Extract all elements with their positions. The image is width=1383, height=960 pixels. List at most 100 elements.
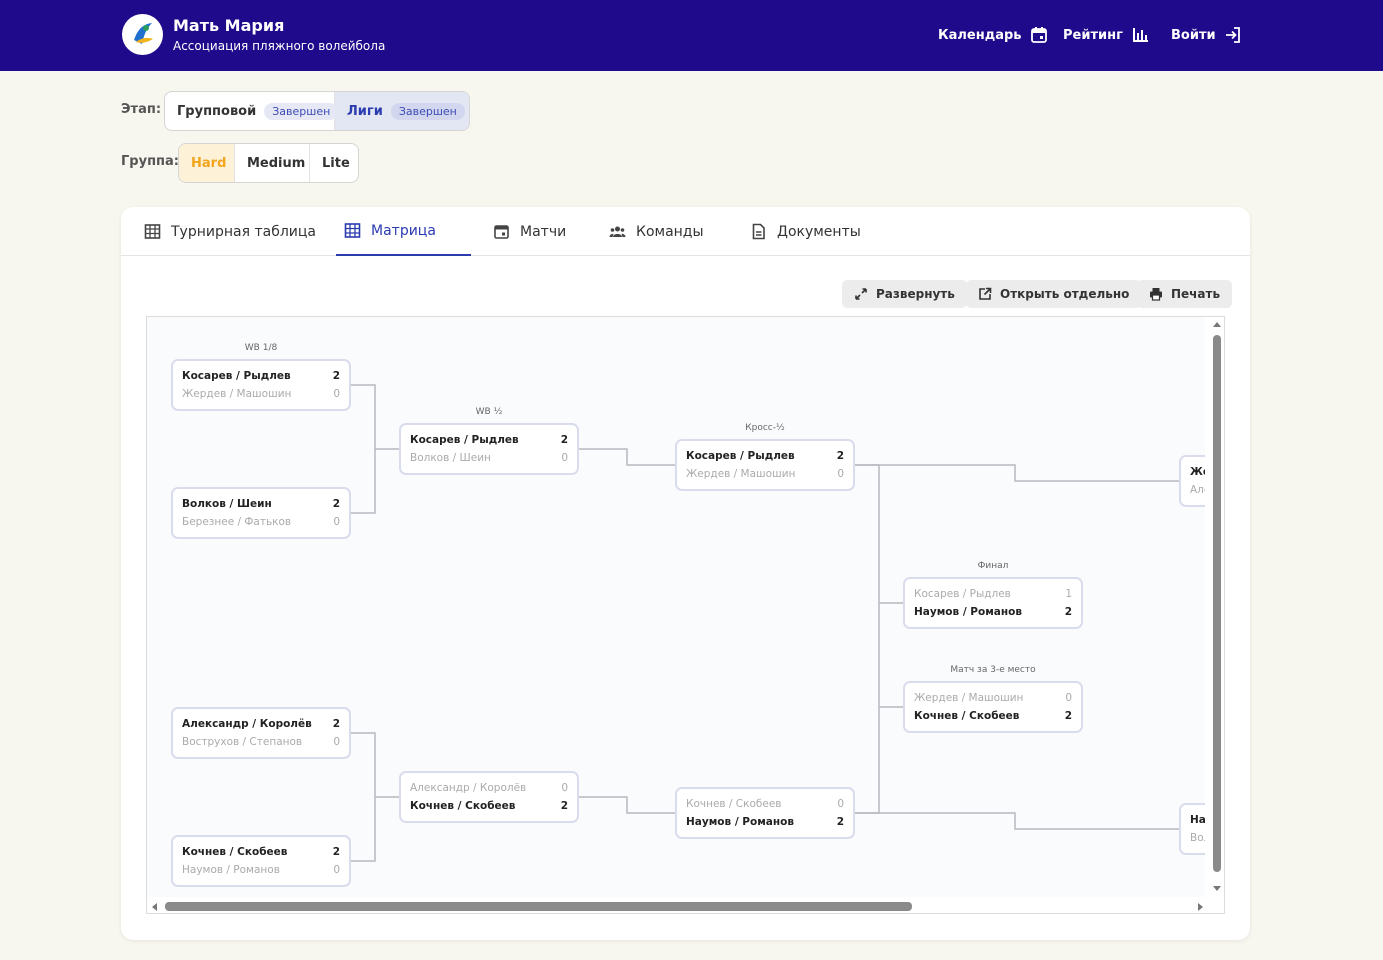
group-medium-option[interactable]: Medium: [235, 144, 310, 182]
tab-documents[interactable]: Документы: [742, 207, 869, 256]
team-score: 2: [1064, 710, 1072, 722]
content-card: Турнирная таблица Матрица Матчи Команды …: [121, 207, 1250, 940]
team-name: Кочнев / Скобеев: [914, 710, 1020, 722]
calendar-icon: [494, 225, 509, 239]
team-score: 0: [333, 736, 340, 748]
team-score: 0: [561, 452, 568, 464]
team-score: 0: [837, 468, 844, 480]
team-row: Наумов / Романов 2: [686, 814, 844, 830]
team-row: Косарев / Рыдлев 2: [182, 368, 340, 384]
team-score: 2: [560, 800, 568, 812]
scroll-down-arrow-icon[interactable]: [1213, 886, 1221, 892]
tab-matches[interactable]: Матчи: [485, 207, 574, 256]
nav-calendar[interactable]: Календарь: [938, 24, 1048, 46]
team-row: Кочнев / Скобеев 2: [410, 798, 568, 814]
scroll-left-arrow-icon[interactable]: [151, 903, 157, 911]
grid-icon: [344, 223, 361, 238]
team-score: 2: [332, 370, 340, 382]
nav-rating-label: Рейтинг: [1063, 27, 1123, 43]
team-name: Кочнев / Скобеев: [410, 800, 516, 812]
group-label: Группа:: [121, 154, 179, 169]
bracket-connectors: [351, 384, 1182, 862]
team-score: 0: [333, 864, 340, 876]
expand-icon: [855, 288, 867, 300]
group-hard-option[interactable]: Hard: [179, 144, 235, 182]
open-separately-button[interactable]: Открыть отдельно: [966, 280, 1142, 308]
team-score: 2: [1064, 606, 1072, 618]
document-icon: [752, 223, 765, 240]
round-title-wb18: WB 1/8: [244, 343, 278, 353]
tab-matches-label: Матчи: [520, 223, 567, 240]
tab-matrix[interactable]: Матрица: [336, 207, 471, 256]
round-title-third-place: Матч за 3-е место: [950, 665, 1036, 675]
expand-button[interactable]: Развернуть: [842, 280, 967, 308]
brand-title[interactable]: Мать Мария: [173, 16, 285, 35]
scroll-up-arrow-icon[interactable]: [1213, 321, 1221, 327]
team-score: 0: [333, 388, 340, 400]
team-row: Наумов / Романов 2: [914, 604, 1072, 620]
team-name: Березнее / Фатьков: [182, 516, 292, 528]
open-separately-label: Открыть отдельно: [1000, 287, 1130, 301]
stage-leagues-option[interactable]: Лиги Завершен: [335, 92, 469, 130]
table-icon: [144, 224, 161, 239]
nav-login-label: Войти: [1171, 27, 1216, 43]
team-score: 2: [560, 434, 568, 446]
team-name: Волков / Шеин: [182, 498, 272, 510]
stage-label: Этап:: [121, 102, 162, 117]
team-name: Косарев / Рыдлев: [182, 370, 291, 382]
association-logo[interactable]: [122, 14, 163, 55]
team-name: Наумов / Романов: [686, 816, 794, 828]
group-selector: Hard Medium Lite: [178, 143, 359, 183]
print-button[interactable]: Печать: [1137, 280, 1233, 308]
tab-standings[interactable]: Турнирная таблица: [136, 207, 324, 256]
tab-teams[interactable]: Команды: [601, 207, 712, 256]
match-card[interactable]: Косарев / Рыдлев 2 Жердев / Машошин 0: [171, 359, 351, 411]
people-icon: [609, 226, 626, 237]
team-score: 2: [332, 846, 340, 858]
scroll-right-arrow-icon[interactable]: [1198, 903, 1204, 911]
team-name: Волков / Шеин: [410, 452, 491, 464]
stage-group-option[interactable]: Групповой Завершен: [165, 92, 339, 130]
brand-subtitle: Ассоциация пляжного волейбола: [173, 39, 386, 53]
top-header: Мать Мария Ассоциация пляжного волейбола…: [0, 0, 1383, 71]
team-score: 0: [837, 798, 844, 810]
status-badge: Завершен: [264, 102, 339, 120]
print-label: Печать: [1171, 287, 1221, 301]
team-row: Волков / Шеин 0: [410, 450, 568, 466]
horizontal-scrollbar-thumb[interactable]: [165, 902, 912, 911]
team-name: Косарев / Рыдлев: [914, 588, 1011, 600]
team-name: Кочнев / Скобеев: [182, 846, 288, 858]
team-name: Вострухов / Степанов: [182, 736, 303, 748]
nav-login[interactable]: Войти: [1171, 24, 1242, 46]
team-score: 0: [561, 782, 568, 794]
nav-rating[interactable]: Рейтинг: [1063, 24, 1149, 46]
status-badge: Завершен: [390, 102, 465, 120]
vertical-scrollbar-thumb[interactable]: [1213, 335, 1221, 872]
team-name: Наумов / Романов: [914, 606, 1022, 618]
team-name: Жердев / Машошин: [182, 388, 292, 400]
group-lite-option[interactable]: Lite: [322, 155, 350, 171]
round-title-final: Финал: [977, 561, 1009, 571]
bracket-viewport[interactable]: WB 1/8 WB ½ Кросс-½ Финал Матч за 3-е ме…: [146, 316, 1225, 914]
stage-group-name: Групповой: [177, 103, 257, 119]
tab-bar: Турнирная таблица Матрица Матчи Команды …: [121, 207, 1250, 256]
team-score: 2: [836, 816, 844, 828]
external-link-icon: [979, 287, 992, 300]
